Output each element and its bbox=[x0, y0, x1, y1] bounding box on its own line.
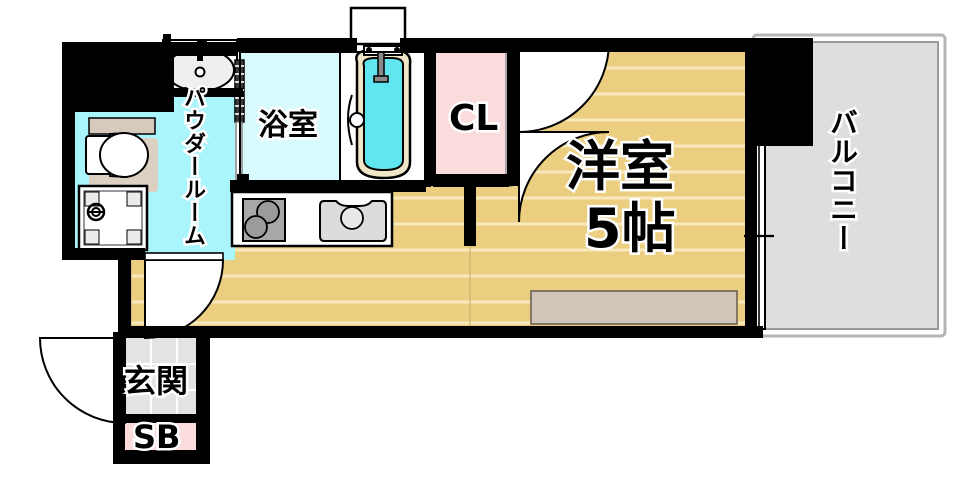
bath-window bbox=[349, 6, 407, 46]
toilet-fixture bbox=[85, 117, 158, 192]
shoe-box-fill bbox=[125, 422, 203, 454]
stove-fixture bbox=[242, 198, 286, 242]
entrance-tile-grid bbox=[125, 338, 203, 416]
entrance-door[interactable] bbox=[38, 337, 126, 425]
low-counter bbox=[530, 290, 738, 325]
thin-outlines bbox=[75, 51, 509, 187]
closet-floor bbox=[434, 52, 510, 186]
kitchen-counter bbox=[230, 190, 394, 248]
washing-machine-pan bbox=[77, 184, 149, 252]
entrance-tile-floor bbox=[125, 338, 203, 416]
bathtub-fixture bbox=[347, 45, 412, 180]
kitchen-sink-fixture bbox=[319, 200, 387, 242]
bathroom-floor bbox=[240, 52, 340, 186]
